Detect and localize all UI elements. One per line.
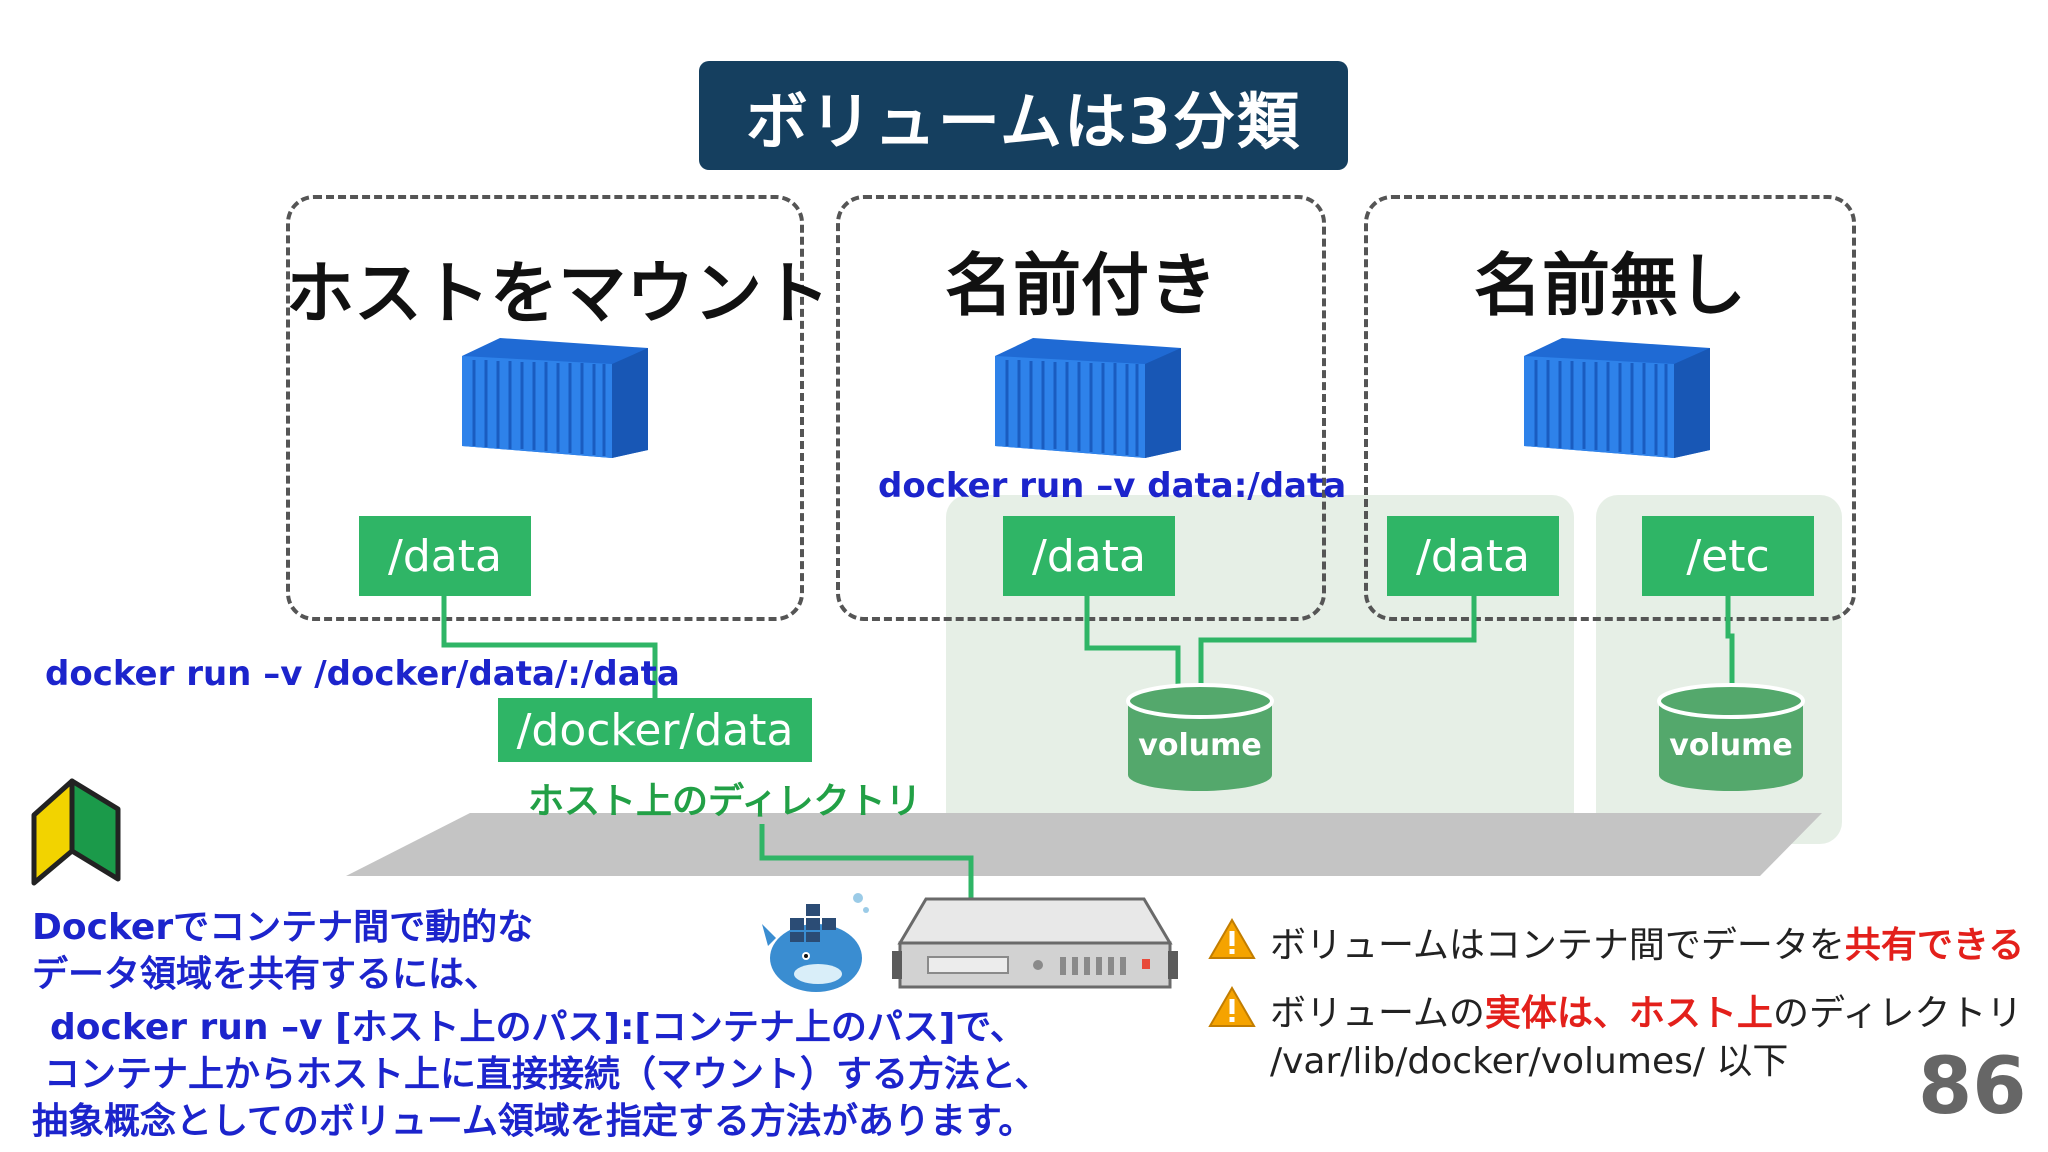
path-box-named-data: /data [1003, 516, 1175, 596]
description-line-5: 抽象概念としてのボリューム領域を指定する方法があります。 [32, 1101, 1035, 1142]
volume-cylinder [1657, 683, 1805, 791]
server-icon [892, 897, 1178, 989]
shipping-container-icon [1524, 338, 1710, 458]
description-line-3: docker run –v [ホスト上のパス]:[コンテナ上のパス]で、 [50, 1007, 1026, 1048]
volume-label-named: volume [1138, 728, 1262, 763]
warning-icon [1208, 986, 1256, 1027]
note-2-text-a: ボリュームの [1270, 993, 1485, 1034]
note-2-text-c: のディレクトリ [1772, 993, 2023, 1034]
panel-anonymous [1364, 195, 1856, 621]
volume-label-anonymous: volume [1669, 728, 1793, 763]
panel-title-host-mount: ホストをマウント [286, 255, 831, 334]
slide-title: ボリュームは3分類 [699, 61, 1348, 170]
panel-host-mount [286, 195, 804, 621]
page-number: 86 [1918, 1042, 2027, 1132]
panel-title-named: 名前付き [944, 247, 1217, 326]
note-2: ボリュームの実体は、ホスト上のディレクトリ [1270, 984, 2022, 1036]
docker-whale-icon [762, 893, 869, 992]
host-mount-command: docker run –v /docker/data/:/data [45, 654, 680, 694]
path-box-anon-etc: /etc [1642, 516, 1814, 596]
warning-icon [1208, 918, 1256, 959]
note-2-emphasis: 実体は、ホスト上 [1484, 993, 1773, 1034]
named-volume-command: docker run –v data:/data [878, 466, 1347, 506]
path-box-anon-data: /data [1387, 516, 1559, 596]
panel-title-anonymous: 名前無し [1473, 247, 1746, 326]
host-directory-label: ホスト上のディレクトリ [528, 781, 922, 822]
volume-cylinder [1126, 683, 1274, 791]
shoshinsha-mark-icon [31, 778, 121, 886]
path-box-docker-data: /docker/data [498, 698, 812, 762]
shipping-container-icon [995, 338, 1181, 458]
note-2-path: /var/lib/docker/volumes/ 以下 [1270, 1041, 1789, 1082]
note-1-text: ボリュームはコンテナ間でデータを [1270, 925, 1845, 966]
note-1: ボリュームはコンテナ間でデータを共有できる [1270, 916, 2024, 968]
shipping-container-icon [462, 338, 648, 458]
description-line-1: Dockerでコンテナ間で動的な [32, 907, 534, 948]
path-box-host-data: /data [359, 516, 531, 596]
note-1-emphasis: 共有できる [1844, 925, 2025, 966]
description-line-2: データ領域を共有するには、 [32, 954, 501, 995]
panel-named [836, 195, 1326, 621]
description-line-4: コンテナ上からホスト上に直接接続（マウント）する方法と、 [44, 1054, 1051, 1095]
